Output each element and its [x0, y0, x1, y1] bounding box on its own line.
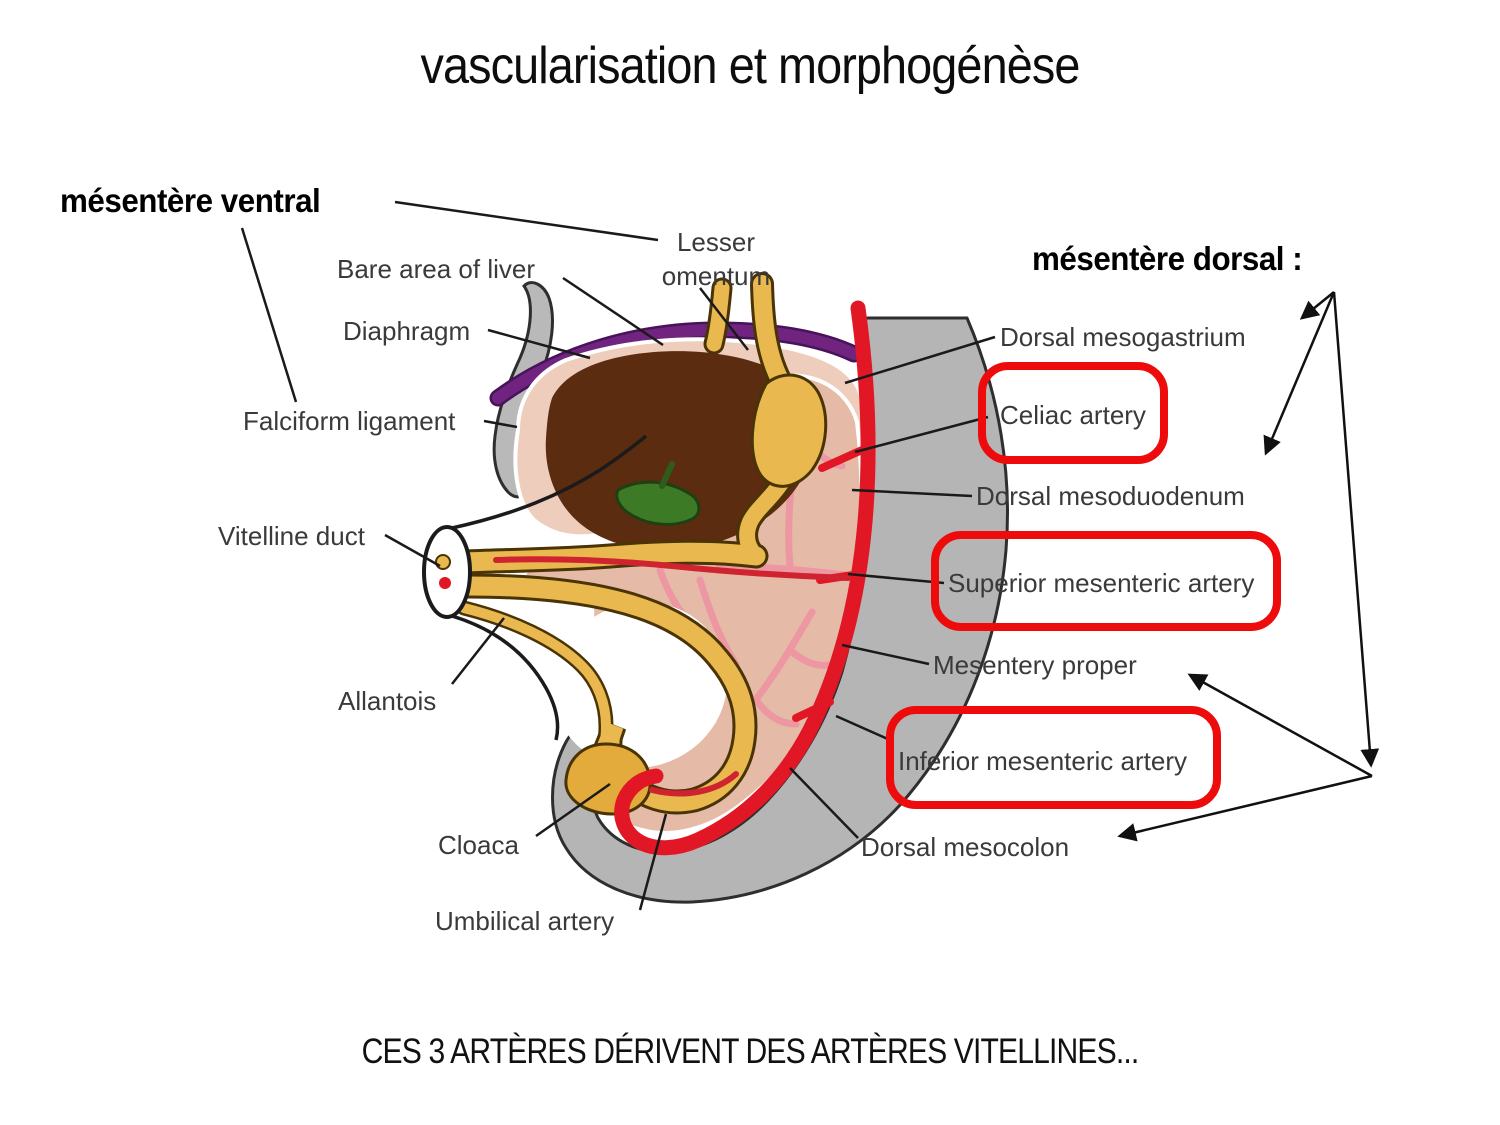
slide-caption: CES 3 ARTÈRES DÉRIVENT DES ARTÈRES VITEL… — [361, 1032, 1140, 1071]
umbilical-ring — [422, 525, 472, 619]
stomach-shape — [750, 373, 828, 488]
celiac-artery-highlight-box — [978, 362, 1168, 464]
label-umbilical-artery: Umbilical artery — [435, 906, 614, 936]
leader-bare-area — [562, 276, 664, 347]
highlight-boxes — [886, 362, 1281, 809]
label-superior-mesenteric-artery: Superior mesenteric artery — [948, 568, 1254, 598]
leader-cloaca — [535, 782, 611, 838]
cord-outline-lower — [451, 614, 560, 741]
label-vitelline-duct: Vitelline duct — [218, 521, 366, 551]
leader-vitelline — [384, 533, 441, 568]
leader-mesentery-proper — [841, 643, 930, 666]
label-celiac-artery: Celiac artery — [1000, 400, 1146, 430]
inferior-mesenteric-branch — [792, 698, 834, 722]
diagram-labels: Bare area of liver Lesser omentum Diaphr… — [218, 227, 1254, 936]
arrow-down-long — [1332, 291, 1380, 768]
arrow-to-dorsal-mesoduodenum — [1263, 291, 1336, 456]
label-mesentery-proper: Mesentery proper — [933, 650, 1137, 680]
dorsal-aorta — [614, 300, 876, 856]
leader-falciform — [483, 419, 518, 429]
label-falciform-ligament: Falciform ligament — [243, 406, 456, 436]
leader-lines — [240, 200, 996, 911]
leader-lesser-omentum — [699, 287, 749, 351]
annotation-mesentere-dorsal: mésentère dorsal : — [1032, 240, 1303, 277]
foregut-nub — [706, 280, 730, 352]
liver-shape — [545, 351, 817, 551]
arrow-to-mesentery-proper — [1187, 673, 1373, 778]
annotation-mesentere-ventral: mésentère ventral — [60, 182, 321, 219]
label-bare-area-of-liver: Bare area of liver — [337, 254, 535, 284]
esophagus — [753, 275, 789, 389]
label-cloaca: Cloaca — [438, 830, 519, 860]
label-diaphragm: Diaphragm — [343, 316, 470, 346]
leader-dorsal-mesogastrium — [844, 335, 996, 385]
inferior-mesenteric-highlight-box — [886, 706, 1221, 809]
leader-diaphragm — [487, 328, 591, 360]
label-inferior-mesenteric-artery: Inferior mesenteric artery — [898, 746, 1187, 776]
label-dorsal-mesocolon: Dorsal mesocolon — [861, 832, 1069, 862]
leader-ventral-to-falciform — [240, 227, 298, 403]
leader-umbilical — [638, 813, 668, 911]
intestinal-loop-white-space — [552, 602, 728, 768]
label-lesser-omentum-line1: Lesser — [677, 227, 755, 257]
leader-superior-mesenteric — [847, 572, 945, 585]
allantois-tube — [459, 603, 612, 767]
leader-allantois — [451, 617, 505, 685]
leader-dorsal-mesocolon — [789, 767, 859, 839]
pancreatic-bud-shape — [615, 480, 701, 526]
label-allantois: Allantois — [338, 686, 436, 716]
leader-celiac — [854, 415, 989, 454]
arrow-to-dorsal-mesocolon — [1117, 774, 1373, 842]
label-lesser-omentum-line2: omentum — [662, 261, 770, 291]
label-dorsal-mesogastrium: Dorsal mesogastrium — [1000, 322, 1246, 352]
cord-outline-upper — [451, 434, 648, 530]
vitelline-artery-stump — [439, 577, 451, 589]
vitelline-duct-stump — [435, 554, 451, 570]
superior-mesenteric-highlight-box — [931, 531, 1281, 631]
leader-inferior-mesenteric — [835, 714, 891, 742]
leader-dorsal-mesoduodenum — [851, 488, 973, 498]
slide-title: vascularisation et morphogénèse — [420, 37, 1081, 95]
embryo-illustration — [422, 272, 1009, 904]
arrow-to-dorsal-mesogastrium — [1299, 291, 1335, 320]
leader-ventral-to-lesser-omentum — [394, 200, 659, 242]
label-dorsal-mesoduodenum: Dorsal mesoduodenum — [976, 481, 1245, 511]
dorsal-annotation-arrows — [1117, 291, 1380, 842]
pancreatic-bud-stem — [659, 461, 675, 489]
vitelline-artery — [493, 556, 851, 797]
